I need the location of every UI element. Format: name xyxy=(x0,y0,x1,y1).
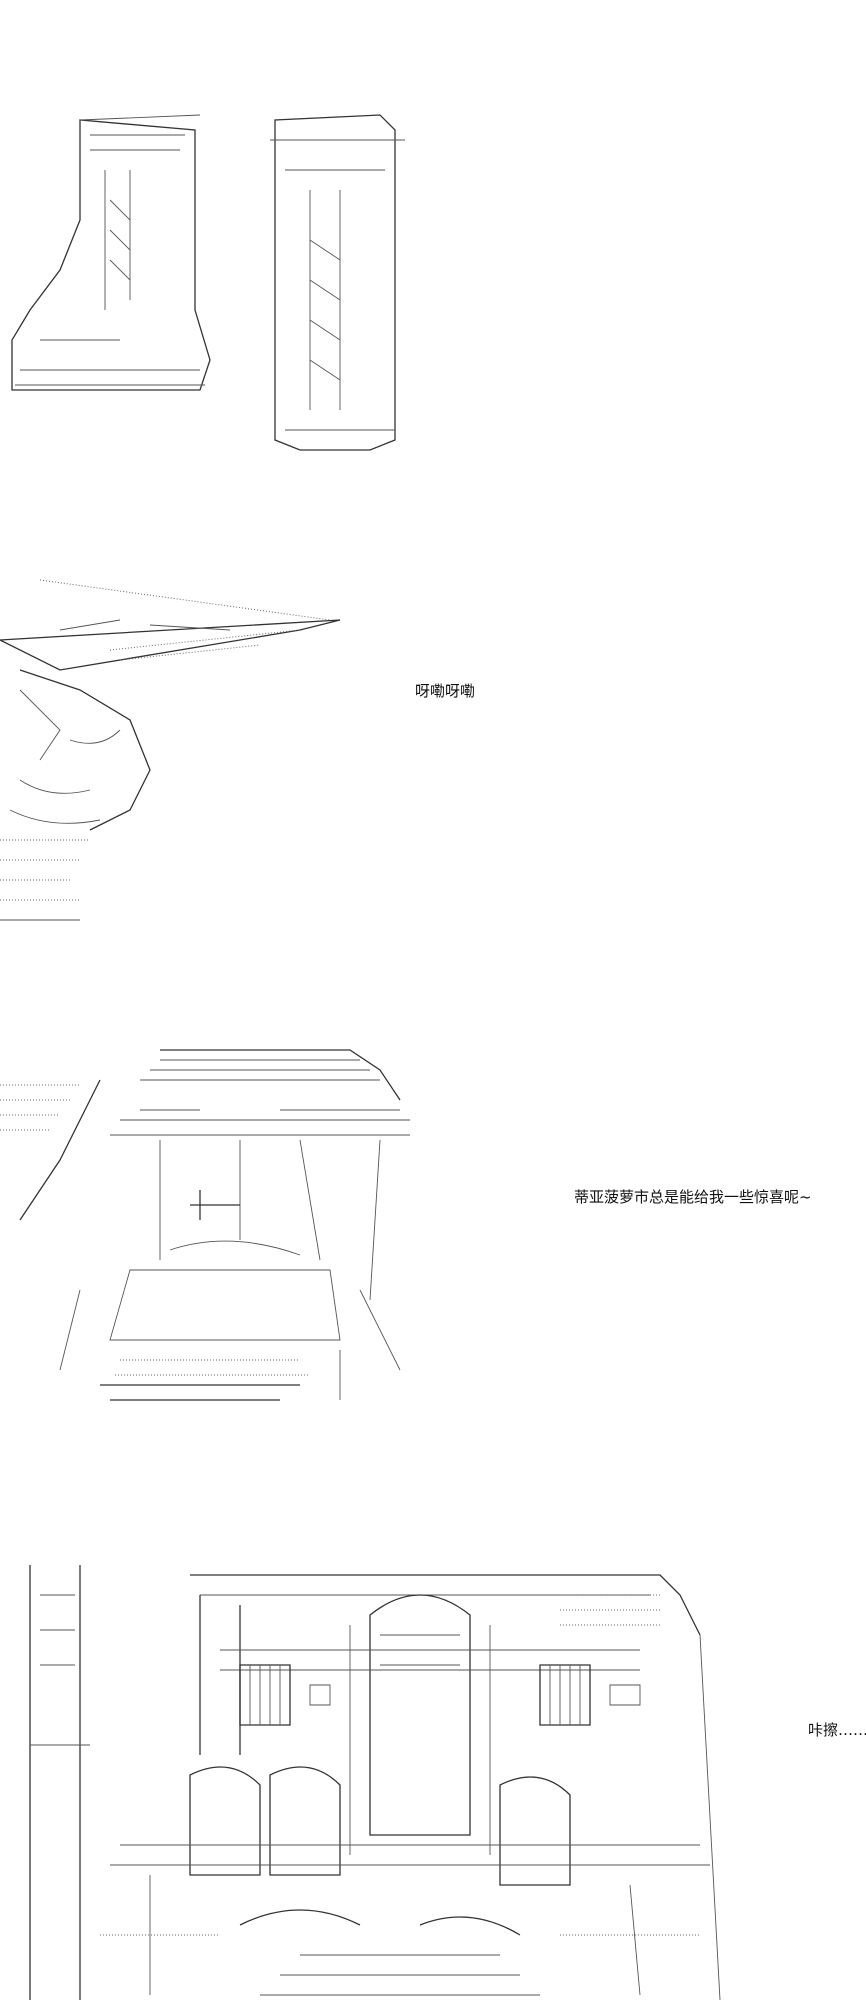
panel-hat: 呀嘞呀嘞 xyxy=(0,560,866,940)
panel-4-caption: 咔擦…… xyxy=(808,1721,866,1739)
panel-3-caption: 蒂亚菠萝市总是能给我一些惊喜呢~ xyxy=(574,1188,812,1206)
panel-boots xyxy=(0,90,866,470)
boots-ascii-art xyxy=(0,90,420,470)
panel-building: 咔擦…… xyxy=(0,1555,866,2000)
building-ascii-art xyxy=(0,1555,760,2000)
city-view-ascii-art xyxy=(0,1040,430,1430)
panel-city: 蒂亚菠萝市总是能给我一些惊喜呢~ xyxy=(0,1040,866,1430)
panel-2-caption: 呀嘞呀嘞 xyxy=(415,682,476,700)
hat-character-ascii-art xyxy=(0,560,360,930)
